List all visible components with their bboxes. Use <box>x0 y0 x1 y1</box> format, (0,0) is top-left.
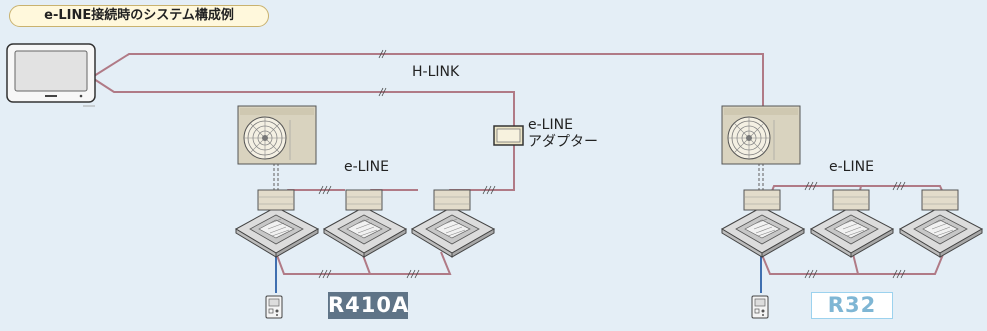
adapter-label-line2: アダプター <box>528 134 598 150</box>
e-line-label-left: e-LINE <box>344 159 389 175</box>
h-link-wiring <box>93 53 764 127</box>
diagram-title: e-LINE接続時のシステム構成例 <box>9 5 269 27</box>
indoor-unit-icon-left-2 <box>323 189 407 258</box>
e-line-label-right: e-LINE <box>829 159 874 175</box>
refrigerant-badge-r410a: R410A <box>328 292 410 319</box>
remote-controller-icon-left <box>265 295 283 319</box>
indoor-unit-icon-right-3 <box>899 189 983 258</box>
indoor-unit-icon-left-1 <box>235 189 319 258</box>
h-link-hatches <box>378 49 387 97</box>
refrigerant-badge-r32: R32 <box>811 292 893 319</box>
outdoor-unit-icon-right <box>721 105 801 165</box>
indoor-unit-icon-left-3 <box>411 189 495 258</box>
outdoor-unit-icon-left <box>237 105 317 165</box>
adapter-label: e-LINE アダプター <box>528 117 598 151</box>
indoor-unit-icon-right-2 <box>810 189 894 258</box>
e-line-adapter-icon <box>493 125 524 146</box>
remote-controller-icon-right <box>751 295 769 319</box>
indoor-unit-icon-right-1 <box>721 189 805 258</box>
adapter-label-line1: e-LINE <box>528 117 573 133</box>
central-controller-icon <box>6 43 96 107</box>
h-link-label: H-LINK <box>412 64 460 80</box>
